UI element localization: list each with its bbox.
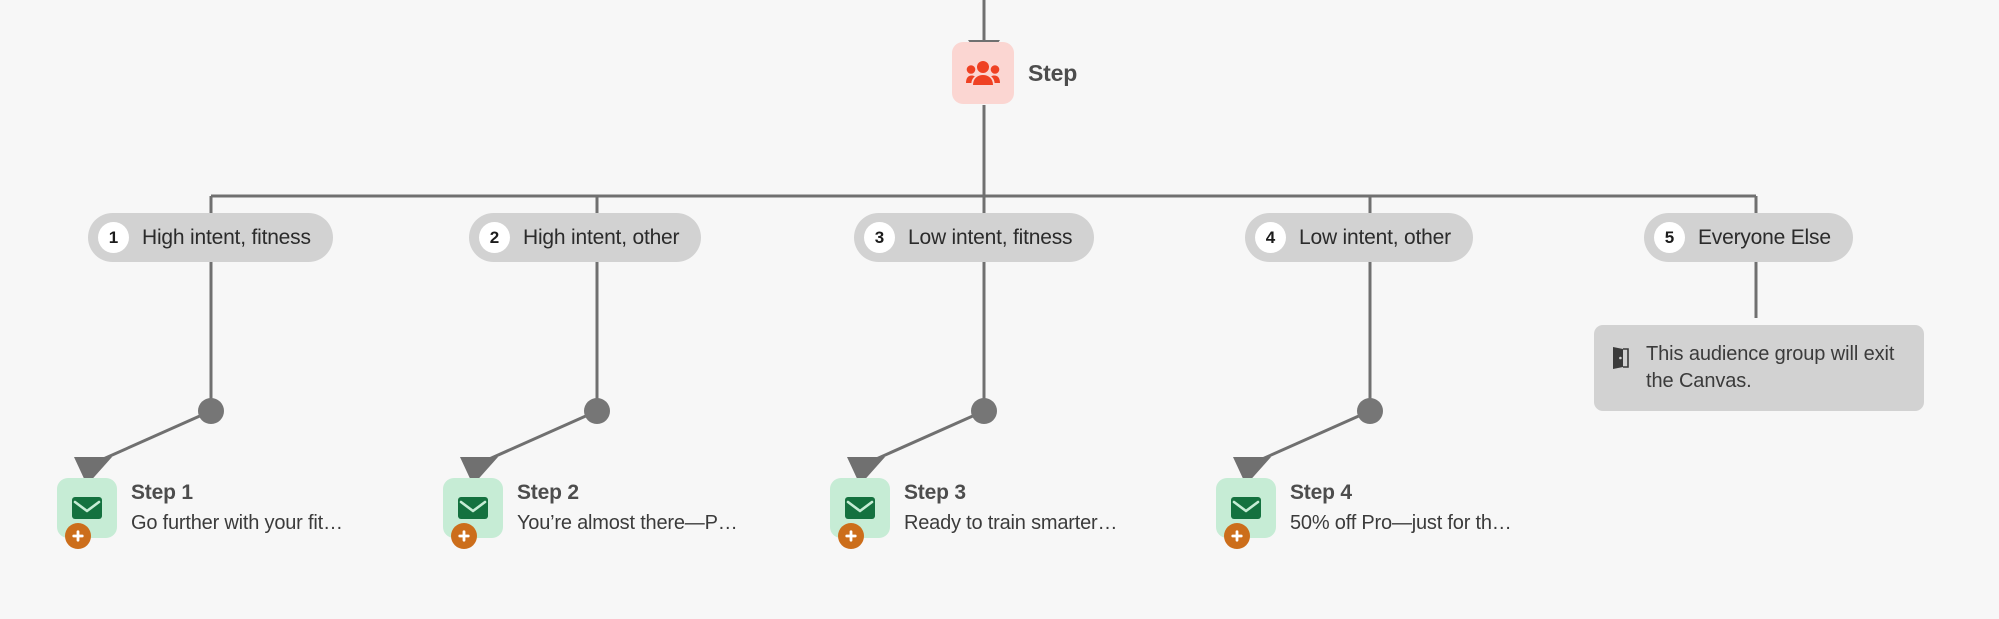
branch-label-5: Everyone Else xyxy=(1698,225,1831,249)
email-icon xyxy=(1231,497,1261,519)
message-step-card-2[interactable]: Step 2 You’re almost there—P… xyxy=(443,478,738,549)
message-title-4: Step 4 xyxy=(1290,481,1352,504)
message-texts-2: Step 2 You’re almost there—P… xyxy=(517,478,738,535)
plus-icon xyxy=(1231,530,1243,542)
add-badge-icon[interactable] xyxy=(838,523,864,549)
message-icon-wrap-2[interactable] xyxy=(443,478,503,549)
exit-door-icon xyxy=(1613,347,1629,369)
branch-label-2: High intent, other xyxy=(523,225,680,249)
message-subtitle-3: Ready to train smarter… xyxy=(904,512,1118,534)
add-badge-icon[interactable] xyxy=(65,523,91,549)
branch-label-3: Low intent, fitness xyxy=(908,225,1073,249)
branch-pill-1[interactable]: 1 High intent, fitness xyxy=(88,213,333,262)
message-texts-1: Step 1 Go further with your fit… xyxy=(131,478,343,535)
branch-label-4: Low intent, other xyxy=(1299,225,1451,249)
branch-number-5: 5 xyxy=(1654,222,1685,253)
branch-number-2: 2 xyxy=(479,222,510,253)
branch-number-4: 4 xyxy=(1255,222,1286,253)
message-step-card-1[interactable]: Step 1 Go further with your fit… xyxy=(57,478,343,549)
message-subtitle-1: Go further with your fit… xyxy=(131,512,343,534)
audience-split-icon-box[interactable] xyxy=(952,42,1014,104)
message-icon-wrap-4[interactable] xyxy=(1216,478,1276,549)
branch-pill-4[interactable]: 4 Low intent, other xyxy=(1245,213,1473,262)
email-icon xyxy=(845,497,875,519)
audience-split-label: Step xyxy=(1028,59,1078,86)
audience-group-icon xyxy=(966,61,1000,85)
message-texts-4: Step 4 50% off Pro—just for th… xyxy=(1290,478,1512,535)
branch-pill-2[interactable]: 2 High intent, other xyxy=(469,213,702,262)
message-title-2: Step 2 xyxy=(517,481,579,504)
message-title-3: Step 3 xyxy=(904,481,966,504)
add-badge-icon[interactable] xyxy=(1224,523,1250,549)
message-icon-wrap-1[interactable] xyxy=(57,478,117,549)
plus-icon xyxy=(72,530,84,542)
add-badge-icon[interactable] xyxy=(451,523,477,549)
plus-icon xyxy=(845,530,857,542)
branch-pill-5[interactable]: 5 Everyone Else xyxy=(1644,213,1853,262)
exit-note-text: This audience group will exit the Canvas… xyxy=(1646,343,1895,392)
audience-split-node[interactable]: Step xyxy=(952,42,1077,104)
email-icon xyxy=(72,497,102,519)
exit-note: This audience group will exit the Canvas… xyxy=(1594,325,1924,412)
branch-number-3: 3 xyxy=(864,222,895,253)
branch-number-1: 1 xyxy=(98,222,129,253)
message-subtitle-4: 50% off Pro—just for th… xyxy=(1290,512,1512,534)
message-step-card-4[interactable]: Step 4 50% off Pro—just for th… xyxy=(1216,478,1512,549)
branch-label-1: High intent, fitness xyxy=(142,225,311,249)
message-subtitle-2: You’re almost there—P… xyxy=(517,512,738,534)
branch-pill-3[interactable]: 3 Low intent, fitness xyxy=(854,213,1095,262)
message-texts-3: Step 3 Ready to train smarter… xyxy=(904,478,1117,535)
email-icon xyxy=(458,497,488,519)
plus-icon xyxy=(458,530,470,542)
message-icon-wrap-3[interactable] xyxy=(830,478,890,549)
message-step-card-3[interactable]: Step 3 Ready to train smarter… xyxy=(830,478,1117,549)
message-title-1: Step 1 xyxy=(131,481,193,504)
